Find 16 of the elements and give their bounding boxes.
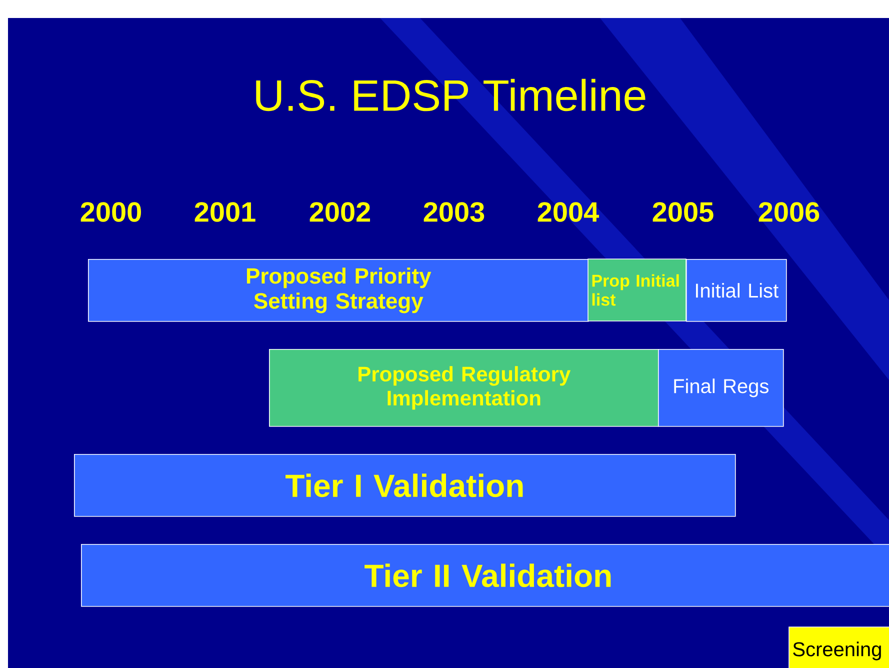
timeline-bar: Tier II Validation xyxy=(81,544,889,607)
year-label: 2005 xyxy=(652,202,714,222)
timeline-bar: Initial List xyxy=(686,259,787,322)
timeline-bar: Proposed Regulatory Implementation xyxy=(269,349,659,427)
year-label: 2004 xyxy=(538,202,599,222)
year-label: 2003 xyxy=(424,202,484,222)
slide-title: U.S. EDSP Timeline xyxy=(256,78,646,112)
year-label: 2006 xyxy=(758,202,820,222)
timeline-bar: Tier I Validation xyxy=(74,454,736,517)
timeline-bar: Final Regs xyxy=(658,349,784,427)
timeline-bar: Proposed Priority Setting Strategy xyxy=(88,259,589,322)
year-label: 2001 xyxy=(194,202,256,222)
year-label: 2002 xyxy=(310,202,370,222)
timeline-bar: Prop Initial list xyxy=(588,258,686,322)
year-label: 2000 xyxy=(80,202,141,222)
timeline-bar: Screening xyxy=(788,626,889,668)
